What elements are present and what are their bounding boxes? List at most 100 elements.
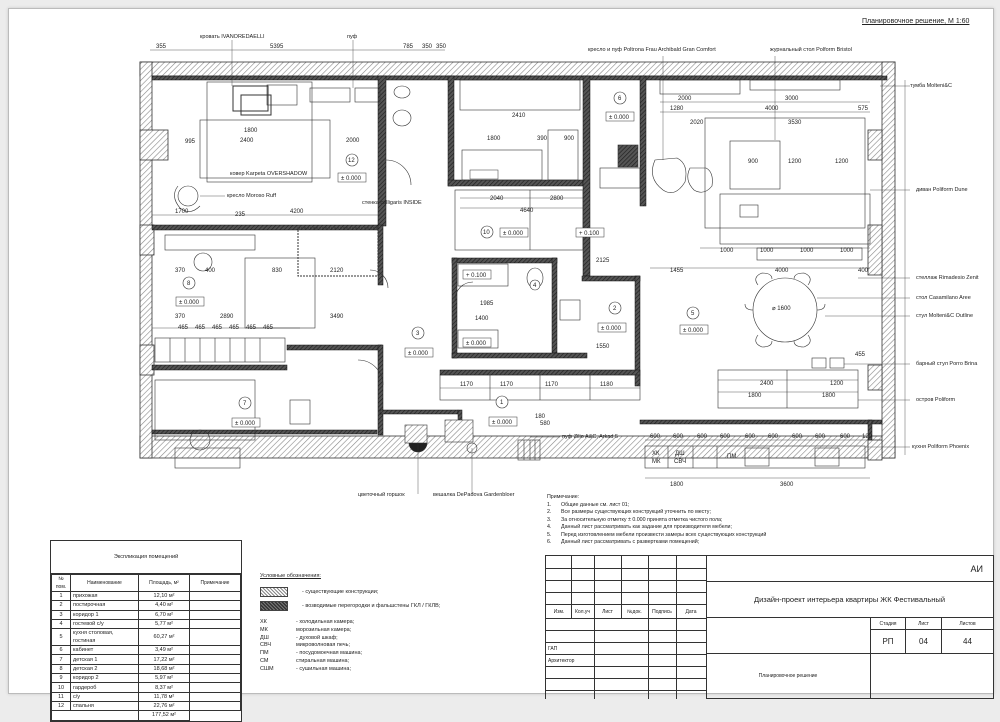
svg-text:400: 400 [205,268,216,274]
svg-text:± 0.000: ± 0.000 [235,421,256,427]
svg-text:400: 400 [858,268,869,274]
table-total-row: 177,52 м² [51,710,241,721]
room-2: 2± 0.000 [597,301,627,333]
svg-text:1550: 1550 [596,344,610,350]
callout-carpet: ковер Karpeta OVERSHADOW [230,171,308,177]
room-5: 5 ± 0.000 [679,306,709,335]
svg-text:7: 7 [243,401,247,407]
svg-text:± 0.000: ± 0.000 [601,326,622,332]
svg-text:2410: 2410 [512,113,526,119]
header-area: Площадь, м² [138,574,190,592]
room-11 [469,169,499,180]
room-10: 10± 0.000+ 0.100 [480,225,605,239]
svg-text:600: 600 [650,434,661,440]
room-6: 6± 0.000 [605,91,635,122]
svg-text:1400: 1400 [475,316,489,322]
svg-text:2125: 2125 [596,258,610,264]
svg-text:600: 600 [840,434,851,440]
svg-text:1000: 1000 [800,248,814,254]
project-title: Дизайн-проект интерьера квартиры ЖК Фест… [706,582,994,618]
svg-text:2000: 2000 [346,138,360,144]
room-8: 8 ± 0.000 [175,276,205,307]
svg-text:ХК: ХК [652,451,660,457]
room-9: ± 0.000 [462,337,492,348]
svg-text:390: 390 [537,136,548,142]
svg-text:1800: 1800 [670,482,684,488]
svg-text:2120: 2120 [330,268,344,274]
room-7: 7 ± 0.000 [231,396,261,428]
callout-shelf: стеллаж Rimadesio Zenit [916,275,979,281]
svg-text:465: 465 [212,325,223,331]
svg-text:600: 600 [768,434,779,440]
header-number: № пом. [51,574,71,592]
callout-island: остров Poliform [916,397,956,403]
callout-armchair-pouf: кресло и пуф Poltrona Frau Archibald Gra… [588,47,716,53]
svg-text:1200: 1200 [830,381,844,387]
room-3: 3± 0.000 [404,326,434,358]
svg-text:350: 350 [422,44,433,50]
svg-text:465: 465 [195,325,206,331]
room-1: 1± 0.000 [488,395,518,427]
svg-text:4640: 4640 [520,208,534,214]
svg-text:465: 465 [229,325,240,331]
svg-text:4000: 4000 [765,106,779,112]
svg-text:3600: 3600 [780,482,794,488]
svg-text:6: 6 [618,96,622,102]
svg-text:1200: 1200 [788,159,802,165]
svg-text:600: 600 [792,434,803,440]
svg-text:2800: 2800 [550,196,564,202]
svg-text:ДШ: ДШ [675,451,685,457]
svg-text:600: 600 [673,434,684,440]
svg-text:4: 4 [533,283,537,289]
svg-text:2400: 2400 [240,138,254,144]
existing-walls [139,61,896,461]
svg-text:180: 180 [535,414,546,420]
svg-text:1000: 1000 [720,248,734,254]
svg-text:4000: 4000 [775,268,789,274]
svg-text:± 0.000: ± 0.000 [179,300,200,306]
callout-chair: стул Molteni&C Outline [916,313,974,319]
drawing-name: Планировочное решение [706,654,871,699]
svg-text:1170: 1170 [460,382,474,388]
svg-text:4200: 4200 [290,209,304,215]
title-block: Изм. Кол.уч Лист №док. Подпись Дата ГАП … [545,555,994,699]
room-4: 4+ 0.100 [462,269,541,291]
svg-text:785: 785 [403,44,414,50]
svg-text:235: 235 [235,212,246,218]
svg-text:3490: 3490 [330,314,344,320]
svg-text:± 0.000: ± 0.000 [466,341,487,347]
svg-text:± 0.000: ± 0.000 [683,328,704,334]
sheet-title: Планировочное решение, М 1:60 [862,18,970,25]
svg-text:2020: 2020 [690,120,704,126]
svg-text:2000: 2000 [678,96,692,102]
svg-text:8: 8 [187,281,191,287]
role-gap: ГАП [548,645,558,652]
svg-text:600: 600 [697,434,708,440]
svg-text:± 0.000: ± 0.000 [492,420,513,426]
svg-text:5: 5 [691,311,695,317]
svg-text:1280: 1280 [670,106,684,112]
svg-text:2400: 2400 [760,381,774,387]
legend-title: Условные обозначения: [260,573,321,579]
svg-text:2040: 2040 [490,196,504,202]
floor-plan: 355 5395 785 350 350 1800 2400 2000 995 … [139,40,910,494]
svg-text:10: 10 [483,230,490,236]
svg-text:900: 900 [564,136,575,142]
svg-text:ПМ: ПМ [727,454,736,460]
sheets-value: 44 [942,630,994,654]
svg-text:+ 0.100: + 0.100 [579,231,600,237]
svg-text:1180: 1180 [600,382,614,388]
callout-pouf: пуф [347,34,358,40]
room-12: 12± 0.000 [337,153,367,183]
svg-text:370: 370 [175,314,186,320]
callout-bed: кровать IVANOREDAELLI [200,34,265,40]
svg-text:465: 465 [178,325,189,331]
svg-text:600: 600 [745,434,756,440]
